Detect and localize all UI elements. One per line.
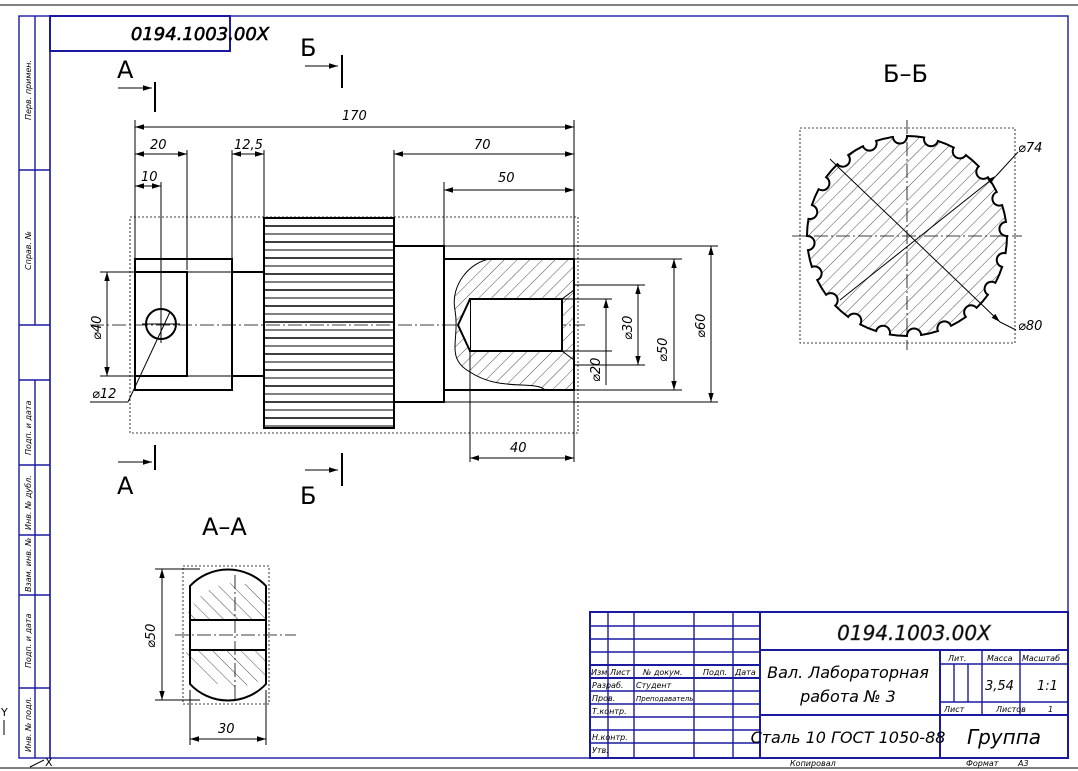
tb-prov-name: Преподаватель [636, 695, 693, 703]
tb-list: Лист [609, 668, 631, 677]
view-title-bb: Б–Б [883, 60, 928, 88]
tb-nkontr: Н.контр. [592, 733, 628, 742]
dim-70: 70 [474, 138, 491, 153]
tb-ndoc: № докум. [642, 668, 682, 677]
tb-mass: 3,54 [985, 679, 1014, 694]
tb-name-line1: Вал. Лабораторная [767, 663, 929, 682]
tb-sheets: 1 [1048, 705, 1053, 714]
dim-phi80: ⌀80 [1018, 319, 1042, 334]
tb-designation: 0194.1003.00X [837, 621, 992, 645]
section-a-bottom: А [117, 472, 134, 500]
dim-20: 20 [150, 138, 167, 153]
shaft-dimensions: 170 20 12,5 70 10 50 40 ⌀40 ⌀12 [90, 109, 718, 462]
dim-phi30: ⌀30 [621, 316, 636, 340]
tb-izm: Изм. [591, 668, 610, 677]
section-b-top: Б [300, 34, 316, 62]
title-block: Изм. Лист № докум. Подп. Дата Разраб. Ст… [589, 611, 1069, 768]
dim-50: 50 [498, 171, 515, 186]
tb-utv: Утв. [592, 746, 609, 755]
axis-indicator: Y X [0, 706, 53, 769]
tb-lit-label: Лит. [947, 654, 966, 663]
section-markers: А А Б Б Б–Б А–А [117, 34, 928, 541]
tb-material: Сталь 10 ГОСТ 1050-88 [751, 728, 946, 747]
section-a-top: А [117, 56, 134, 84]
sidebar-inv-dubl: Инв. № дубл. [24, 475, 33, 530]
tb-data: Дата [734, 668, 756, 677]
spline-lines [264, 225, 394, 427]
tb-tkontr: Т.контр. [592, 707, 627, 716]
sidebar-vzam: Взам. инв. № [24, 538, 33, 592]
sidebar-perv: Перв. примен. [24, 60, 33, 120]
axis-x-label: X [45, 756, 53, 769]
section-aa: ⌀50 30 [144, 565, 296, 745]
dim-10: 10 [141, 170, 158, 185]
dim-40: 40 [510, 441, 527, 456]
section-bb: ⌀74 ⌀80 [792, 120, 1042, 350]
dim-phi20: ⌀20 [589, 358, 604, 382]
dim-phi60: ⌀60 [694, 314, 709, 338]
tb-prov: Пров. [592, 694, 615, 703]
tb-mass-label: Масса [987, 654, 1013, 663]
dim-12-5: 12,5 [234, 138, 263, 153]
tb-podp: Подп. [703, 668, 727, 677]
tb-group: Группа [967, 725, 1041, 749]
tb-format-label: Формат [966, 759, 999, 768]
dim-phi74: ⌀74 [1018, 141, 1042, 156]
sheet-frame [0, 4, 1078, 769]
tb-sheets-label: Листов [995, 705, 1026, 714]
tb-scale: 1:1 [1037, 679, 1058, 694]
tb-razrab-name: Студент [636, 681, 672, 690]
dim-phi12: ⌀12 [92, 387, 116, 402]
shaft-main-view [90, 216, 585, 434]
dim-aa-phi50: ⌀50 [144, 624, 159, 648]
tb-scale-label: Масштаб [1022, 654, 1060, 663]
dim-phi40: ⌀40 [90, 316, 105, 340]
tb-name-line2: работа № 3 [799, 687, 896, 706]
mirrored-designation: 0194.1003.00X [131, 24, 270, 45]
mirrored-designation-box: 0194.1003.00X [49, 15, 270, 52]
axis-y-label: Y [0, 706, 8, 719]
tb-format: A3 [1017, 759, 1029, 768]
tb-razrab: Разраб. [592, 681, 623, 690]
sidebar-labels: Перв. примен. Справ. № Подп. и дата Инв.… [24, 60, 33, 752]
sidebar-inv-podl: Инв. № подл. [24, 697, 33, 752]
sidebar-podp-data-1: Подп. и дата [24, 400, 33, 455]
section-b-bottom: Б [300, 482, 316, 510]
tb-copied: Копировал [790, 759, 836, 768]
dim-aa-30: 30 [218, 722, 235, 737]
dim-170: 170 [342, 109, 367, 124]
sidebar-podp-data-2: Подп. и дата [24, 613, 33, 668]
tb-sheet-label: Лист [943, 705, 965, 714]
sidebar-sprav: Справ. № [24, 231, 33, 270]
dim-phi50: ⌀50 [656, 338, 671, 362]
view-title-aa: А–А [202, 513, 247, 541]
